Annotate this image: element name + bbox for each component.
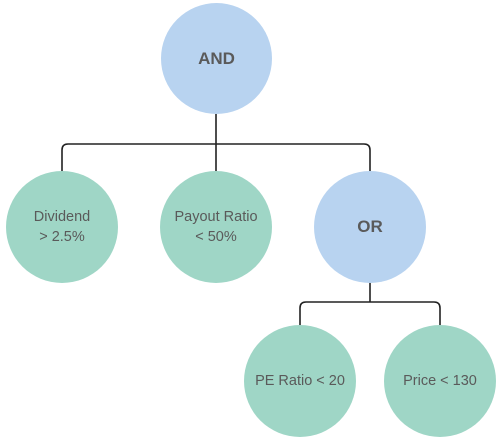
dividend-label-line-2: > 2.5% xyxy=(39,229,85,245)
or-node-label: OR xyxy=(357,217,383,236)
and-node: AND xyxy=(161,3,272,114)
payout-label-line-2: < 50% xyxy=(195,229,237,245)
or-node: OR xyxy=(314,171,426,283)
payout-label-line-1: Payout Ratio xyxy=(174,209,258,225)
dividend-node: Dividend > 2.5% xyxy=(6,171,118,283)
pe-label-line-1: PE Ratio < 20 xyxy=(255,373,345,389)
and-node-label: AND xyxy=(198,48,235,68)
price-label-line-1: Price < 130 xyxy=(403,373,477,389)
payout-ratio-node: Payout Ratio < 50% xyxy=(160,171,272,283)
price-node: Price < 130 xyxy=(384,325,496,437)
pe-ratio-node: PE Ratio < 20 xyxy=(244,325,356,437)
dividend-label-line-1: Dividend xyxy=(33,209,91,225)
connector-or-bus xyxy=(299,301,441,325)
